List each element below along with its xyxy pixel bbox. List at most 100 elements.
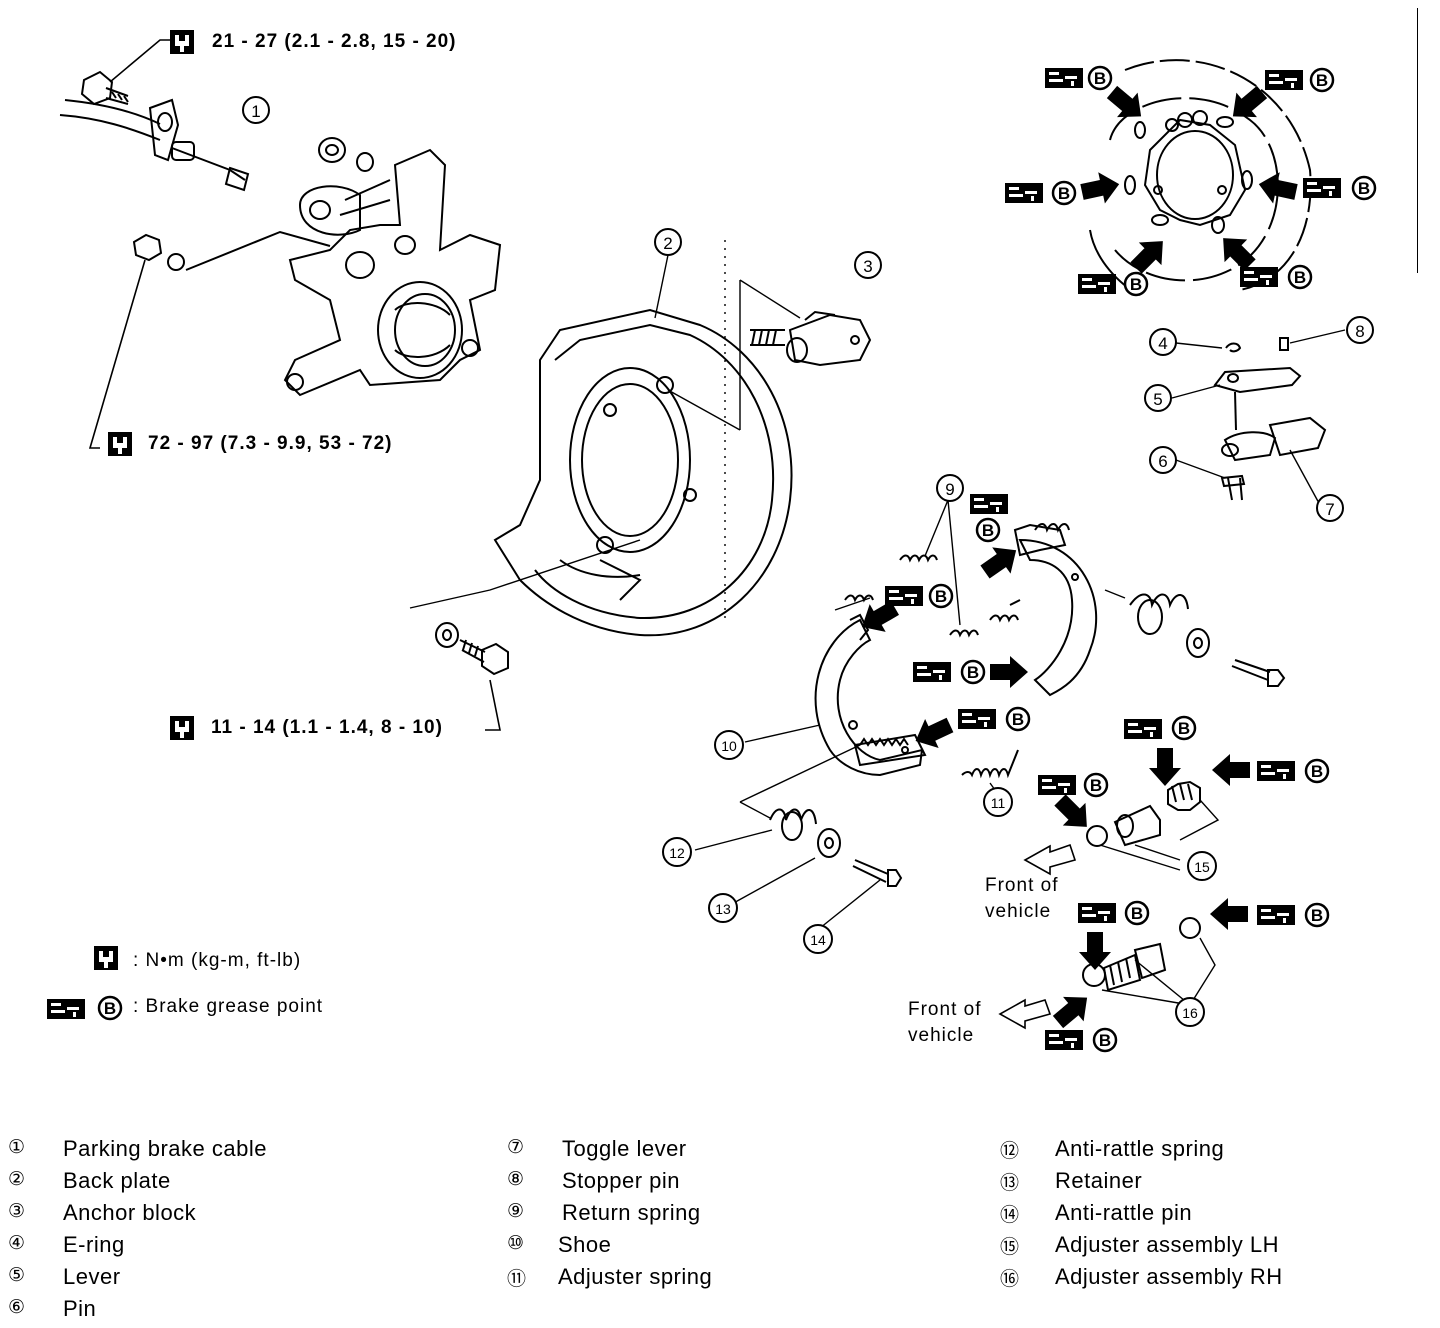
- callout-8: 8: [1346, 316, 1374, 344]
- grease-b-letter: B: [1094, 69, 1106, 88]
- callout-11: 11: [983, 787, 1013, 817]
- margin-rule: [1417, 8, 1418, 273]
- exploded-brake-diagram: 1 2 3 4 5 6 7 8 9 10 11 12 13 14 15 16: [47, 30, 1377, 1053]
- svg-text:6: 6: [1158, 452, 1167, 471]
- part-name: Anti-rattle pin: [1055, 1200, 1193, 1225]
- callout-15: 15: [1187, 851, 1217, 881]
- part-name: Anchor block: [63, 1200, 197, 1225]
- grease-b-letter: B: [1178, 719, 1190, 738]
- svg-text:16: 16: [1182, 1005, 1198, 1021]
- svg-text:10: 10: [721, 738, 737, 754]
- front-of-vehicle-label: Front of vehicle: [985, 875, 1059, 922]
- grease-b-letter: B: [104, 999, 116, 1018]
- grease-arrow-icon: [990, 656, 1028, 688]
- part-name: Shoe: [558, 1232, 612, 1257]
- grease-arrow-icon: [1078, 168, 1123, 208]
- torque-spec-3: 11 - 14 (1.1 - 1.4, 8 - 10): [211, 717, 443, 738]
- grease-arrow-icon: [908, 710, 957, 756]
- front-of-vehicle-arrow: [998, 998, 1052, 1030]
- torque-wrench-icon: [170, 30, 194, 54]
- callout-13: 13: [708, 893, 738, 923]
- callout-9: 9: [936, 474, 964, 502]
- grease-b-letter: B: [1130, 275, 1142, 294]
- svg-text:8: 8: [1355, 322, 1364, 341]
- legend-grease-point: : Brake grease point: [133, 996, 324, 1017]
- callout-12: 12: [662, 837, 692, 867]
- part-number: ③: [8, 1200, 26, 1222]
- part-name: Toggle lever: [562, 1136, 687, 1161]
- grease-b-letter: B: [935, 587, 947, 606]
- grease-b-letter: B: [1316, 71, 1328, 90]
- svg-text:15: 15: [1194, 859, 1210, 875]
- list-item: ⑫ Anti-rattle spring: [1000, 1136, 1420, 1168]
- callout-7: 7: [1316, 494, 1344, 522]
- part-number: ⑭: [1000, 1204, 1020, 1226]
- svg-text:7: 7: [1325, 500, 1334, 519]
- grease-b-letter: B: [1311, 906, 1323, 925]
- svg-text:13: 13: [715, 901, 731, 917]
- part-number: ⑧: [507, 1168, 525, 1190]
- grease-arrow-icon: [1149, 748, 1181, 786]
- torque-wrench-icon: [108, 432, 132, 456]
- grease-b-letter: B: [1090, 776, 1102, 795]
- callout-10: 10: [714, 730, 744, 760]
- callout-16: 16: [1175, 997, 1205, 1027]
- svg-text:9: 9: [945, 480, 954, 499]
- part-number: ⑨: [507, 1200, 525, 1222]
- svg-text:3: 3: [863, 257, 872, 276]
- grease-arrow-icon: [1210, 898, 1248, 930]
- part-number: ⑯: [1000, 1268, 1020, 1290]
- anchor-block: [750, 310, 872, 367]
- callout-1: 1: [242, 96, 270, 124]
- part-number: ④: [8, 1232, 26, 1254]
- grease-b-letter: B: [1099, 1031, 1111, 1050]
- front-of-vehicle-arrow: [1023, 843, 1077, 876]
- grease-arrow-icon: [1124, 229, 1175, 280]
- grease-arrow-icon: [1047, 985, 1098, 1035]
- svg-text:11: 11: [991, 795, 1006, 811]
- part-name: Anti-rattle spring: [1055, 1136, 1225, 1161]
- grease-arrow-icon: [1079, 932, 1111, 970]
- grease-arrow-icon: [1222, 79, 1273, 129]
- part-number: ⑫: [1000, 1140, 1020, 1162]
- grease-b-letter: B: [1294, 268, 1306, 287]
- list-item: ⑭ Anti-rattle pin: [1000, 1200, 1420, 1232]
- grease-b-letter: B: [1358, 179, 1370, 198]
- svg-text:12: 12: [669, 845, 685, 861]
- part-number: ①: [8, 1136, 26, 1158]
- torque-spec-2: 72 - 97 (7.3 - 9.9, 53 - 72): [148, 433, 393, 454]
- svg-text:5: 5: [1153, 390, 1162, 409]
- callout-6: 6: [1149, 446, 1177, 474]
- callout-3: 3: [854, 251, 882, 279]
- part-number: ⑩: [507, 1232, 525, 1254]
- callout-5: 5: [1144, 384, 1172, 412]
- list-item: ④ E-ring: [8, 1232, 428, 1264]
- part-number: ②: [8, 1168, 26, 1190]
- torque-spec-1: 21 - 27 (2.1 - 2.8, 15 - 20): [212, 31, 457, 52]
- grease-b-letter: B: [1311, 762, 1323, 781]
- grease-b-letter: B: [1131, 904, 1143, 923]
- svg-text:2: 2: [663, 234, 672, 253]
- toggle-lever-assembly: [1213, 337, 1327, 501]
- list-item: ② Back plate: [8, 1168, 428, 1200]
- svg-text:14: 14: [810, 932, 826, 948]
- part-number: ⑥: [8, 1296, 26, 1318]
- part-name: E-ring: [63, 1232, 125, 1257]
- list-item: ③ Anchor block: [8, 1200, 428, 1232]
- part-name: Adjuster spring: [558, 1264, 713, 1289]
- part-number: ⑤: [8, 1264, 26, 1286]
- svg-text:1: 1: [251, 102, 260, 121]
- callout-14: 14: [803, 924, 833, 954]
- part-name: Back plate: [63, 1168, 171, 1193]
- svg-text:4: 4: [1158, 334, 1167, 353]
- part-number: ⑮: [1000, 1236, 1020, 1258]
